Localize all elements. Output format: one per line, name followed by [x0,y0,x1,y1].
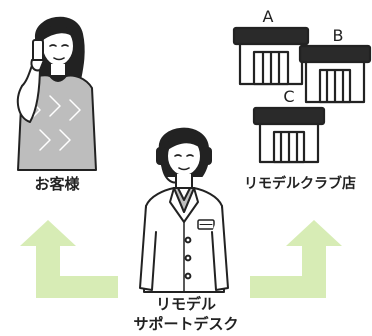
store-b-icon [298,44,372,104]
customer-label: お客様 [34,175,80,193]
store-c-label: C [283,87,295,106]
arrow-to-club-store [250,220,342,298]
customer-illustration [16,16,97,171]
store-c-icon [252,106,326,164]
operator-illustration [139,127,229,293]
store-b-label: B [332,26,344,45]
store-a-label: A [262,7,274,26]
support-desk-label-line2: サポートデスク [133,315,239,333]
support-desk-label-line1: リモデル [155,295,216,313]
club-store-label: リモデルクラブ店 [244,176,356,192]
arrow-to-customer [20,220,118,298]
store-a-icon [232,26,310,86]
